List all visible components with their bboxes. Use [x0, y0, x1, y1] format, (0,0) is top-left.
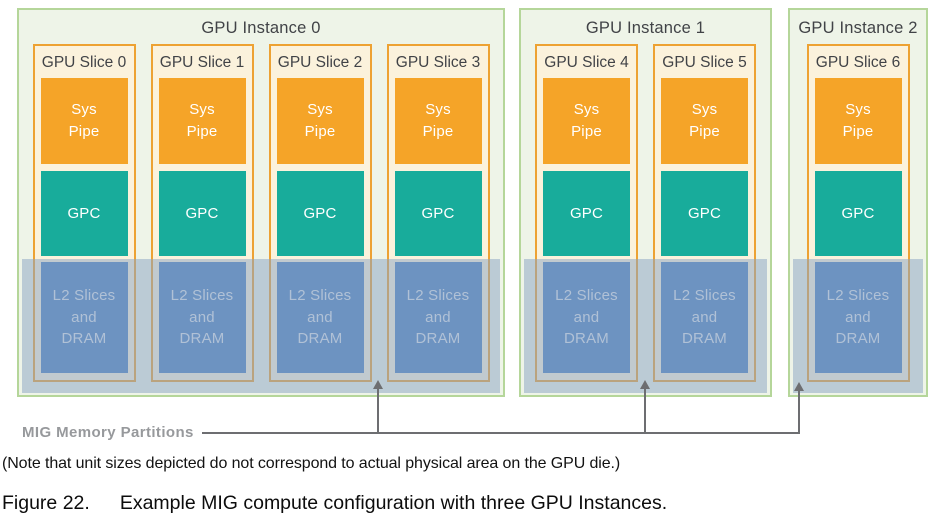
sys-pipe-block: Sys Pipe [158, 78, 246, 164]
gpu-instance-1-title: GPU Instance 1 [585, 19, 706, 37]
gpc-block: GPC [158, 171, 246, 256]
gpu-slice-0-title: GPU Slice 0 [41, 54, 127, 71]
l2-dram-block: L2 Slices and DRAM [158, 262, 246, 373]
up-arrow-icon [794, 382, 804, 391]
figure-number: Figure 22. [2, 492, 90, 514]
gpc-block: GPC [543, 171, 630, 256]
gpu-instance-2-title: GPU Instance 2 [798, 19, 918, 37]
gpc-block: GPC [40, 171, 128, 256]
gpu-slice-1: GPU Slice 1 Sys Pipe GPC L2 Slices and D… [150, 44, 254, 382]
gpu-slice-6-title: GPU Slice 6 [815, 54, 901, 71]
figure-caption: Figure 22. Example MIG compute configura… [2, 492, 667, 515]
sys-pipe-block: Sys Pipe [814, 78, 902, 164]
gpu-instance-0-title: GPU Instance 0 [201, 19, 321, 37]
gpu-slice-5-title: GPU Slice 5 [662, 54, 747, 71]
gpu-slice-3-title: GPU Slice 3 [395, 54, 481, 71]
l2-dram-block: L2 Slices and DRAM [276, 262, 364, 373]
up-arrow-icon [373, 380, 383, 389]
gpu-slice-0: GPU Slice 0 Sys Pipe GPC L2 Slices and D… [32, 44, 136, 382]
sys-pipe-block: Sys Pipe [661, 78, 748, 164]
mig-arrow-line-instance0 [377, 389, 379, 434]
l2-dram-block: L2 Slices and DRAM [394, 262, 482, 373]
gpu-slice-3: GPU Slice 3 Sys Pipe GPC L2 Slices and D… [386, 44, 490, 382]
l2-dram-block: L2 Slices and DRAM [543, 262, 630, 373]
gpu-slice-4: GPU Slice 4 Sys Pipe GPC L2 Slices and D… [535, 44, 638, 382]
gpu-slice-6: GPU Slice 6 Sys Pipe GPC L2 Slices and D… [806, 44, 910, 382]
up-arrow-icon [640, 380, 650, 389]
mig-arrow-line-instance1 [644, 389, 646, 434]
gpc-block: GPC [276, 171, 364, 256]
sys-pipe-block: Sys Pipe [40, 78, 128, 164]
gpc-block: GPC [661, 171, 748, 256]
gpu-instance-2: GPU Instance 2 GPU Slice 6 Sys Pipe GPC … [788, 8, 928, 397]
gpc-block: GPC [394, 171, 482, 256]
gpu-slice-1-title: GPU Slice 1 [159, 54, 245, 71]
mig-arrow-line-instance2 [798, 391, 800, 434]
gpu-slice-2: GPU Slice 2 Sys Pipe GPC L2 Slices and D… [268, 44, 372, 382]
gpu-slice-5: GPU Slice 5 Sys Pipe GPC L2 Slices and D… [653, 44, 756, 382]
mig-memory-partitions-label: MIG Memory Partitions [22, 424, 194, 441]
l2-dram-block: L2 Slices and DRAM [661, 262, 748, 373]
note-text: (Note that unit sizes depicted do not co… [2, 455, 621, 472]
l2-dram-block: L2 Slices and DRAM [40, 262, 128, 373]
gpc-block: GPC [814, 171, 902, 256]
sys-pipe-block: Sys Pipe [276, 78, 364, 164]
l2-dram-block: L2 Slices and DRAM [814, 262, 902, 373]
sys-pipe-block: Sys Pipe [543, 78, 630, 164]
gpu-slice-2-title: GPU Slice 2 [277, 54, 363, 71]
mig-connector-line [202, 432, 800, 434]
sys-pipe-block: Sys Pipe [394, 78, 482, 164]
gpu-instance-0: GPU Instance 0 GPU Slice 0 Sys Pipe GPC … [17, 8, 505, 397]
gpu-instance-1: GPU Instance 1 GPU Slice 4 Sys Pipe GPC … [519, 8, 772, 397]
gpu-slice-4-title: GPU Slice 4 [544, 54, 629, 71]
figure-title: Example MIG compute configuration with t… [119, 492, 668, 514]
